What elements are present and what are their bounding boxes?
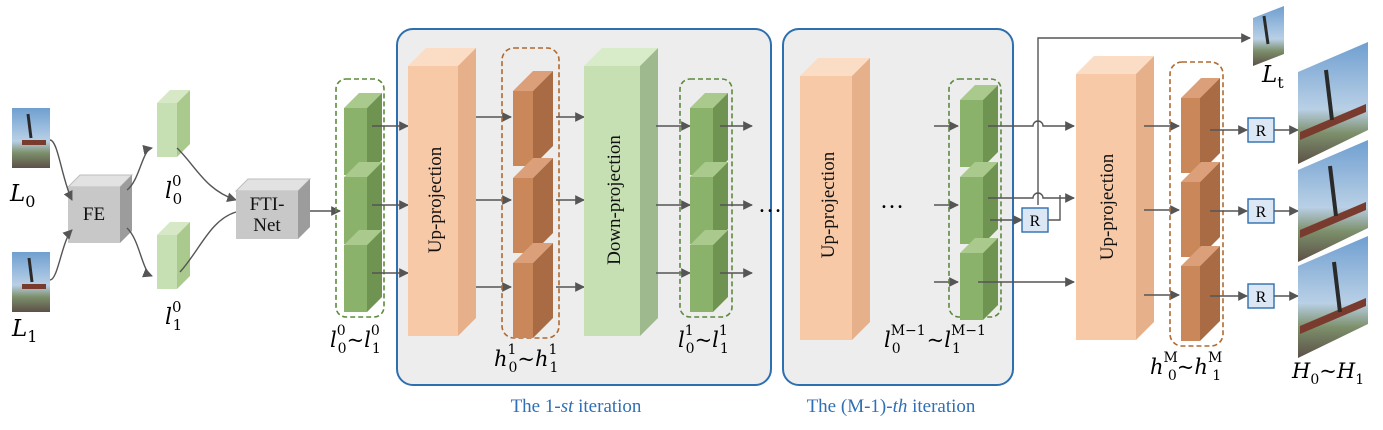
stack-hm-dashed-box [1169, 61, 1224, 347]
stack-l1-dashed-box [679, 78, 733, 318]
down-projection-label: Down-projection [604, 135, 625, 265]
fti-net-block: FTI- Net [234, 178, 312, 239]
refine-block-1: R [1247, 117, 1275, 143]
ellipsis-between-iterations: … [758, 192, 782, 218]
refine-label-1: R [1256, 123, 1267, 140]
refine-block-2: R [1247, 198, 1275, 224]
up-projection-label-1: Up-projection [425, 146, 446, 253]
up-projection-block-final: Up-projection [1076, 56, 1154, 340]
stack-hm [1181, 78, 1220, 341]
output-image-h-1 [1298, 42, 1368, 164]
refine-label-2: R [1256, 204, 1267, 221]
feature-map-l0 [157, 90, 190, 157]
output-image-h-2 [1298, 140, 1368, 262]
stack-h1 [513, 71, 553, 338]
output-image-h-3 [1298, 236, 1368, 358]
input-image-l0 [12, 108, 50, 168]
fti-net-label-line2: Net [253, 215, 281, 236]
down-projection-block: Down-projection [584, 48, 658, 336]
stack-l0-dashed-box [335, 78, 385, 318]
caption-iteration-1: The 1-st iteration [511, 396, 642, 417]
up-projection-label-final: Up-projection [1097, 153, 1118, 260]
fe-block: FE [66, 174, 134, 243]
refine-label-lt: R [1030, 213, 1041, 230]
input-image-l1 [12, 252, 50, 312]
up-projection-block-1: Up-projection [408, 48, 476, 336]
feature-map-l1 [157, 222, 190, 289]
fe-label: FE [83, 204, 105, 225]
label-l0: L0 [9, 181, 35, 211]
stack-l0 [344, 93, 382, 312]
label-l1: L1 [11, 316, 37, 346]
refine-label-3: R [1256, 289, 1267, 306]
refine-block-lt: R [1021, 207, 1049, 233]
label-lt: Lt [1261, 62, 1284, 92]
up-projection-block-m: Up-projection [800, 58, 870, 340]
label-output-h: H0~H1 [1291, 359, 1364, 388]
up-projection-label-m: Up-projection [818, 151, 839, 258]
stack-l1 [690, 93, 728, 312]
ellipsis-inside-iteration: … [880, 188, 904, 214]
stack-lm [960, 85, 998, 320]
caption-iteration-m: The (M-1)-th iteration [807, 396, 976, 417]
output-image-lt [1253, 6, 1284, 66]
fti-net-label-line1: FTI- [250, 194, 285, 215]
refine-block-3: R [1247, 283, 1275, 309]
